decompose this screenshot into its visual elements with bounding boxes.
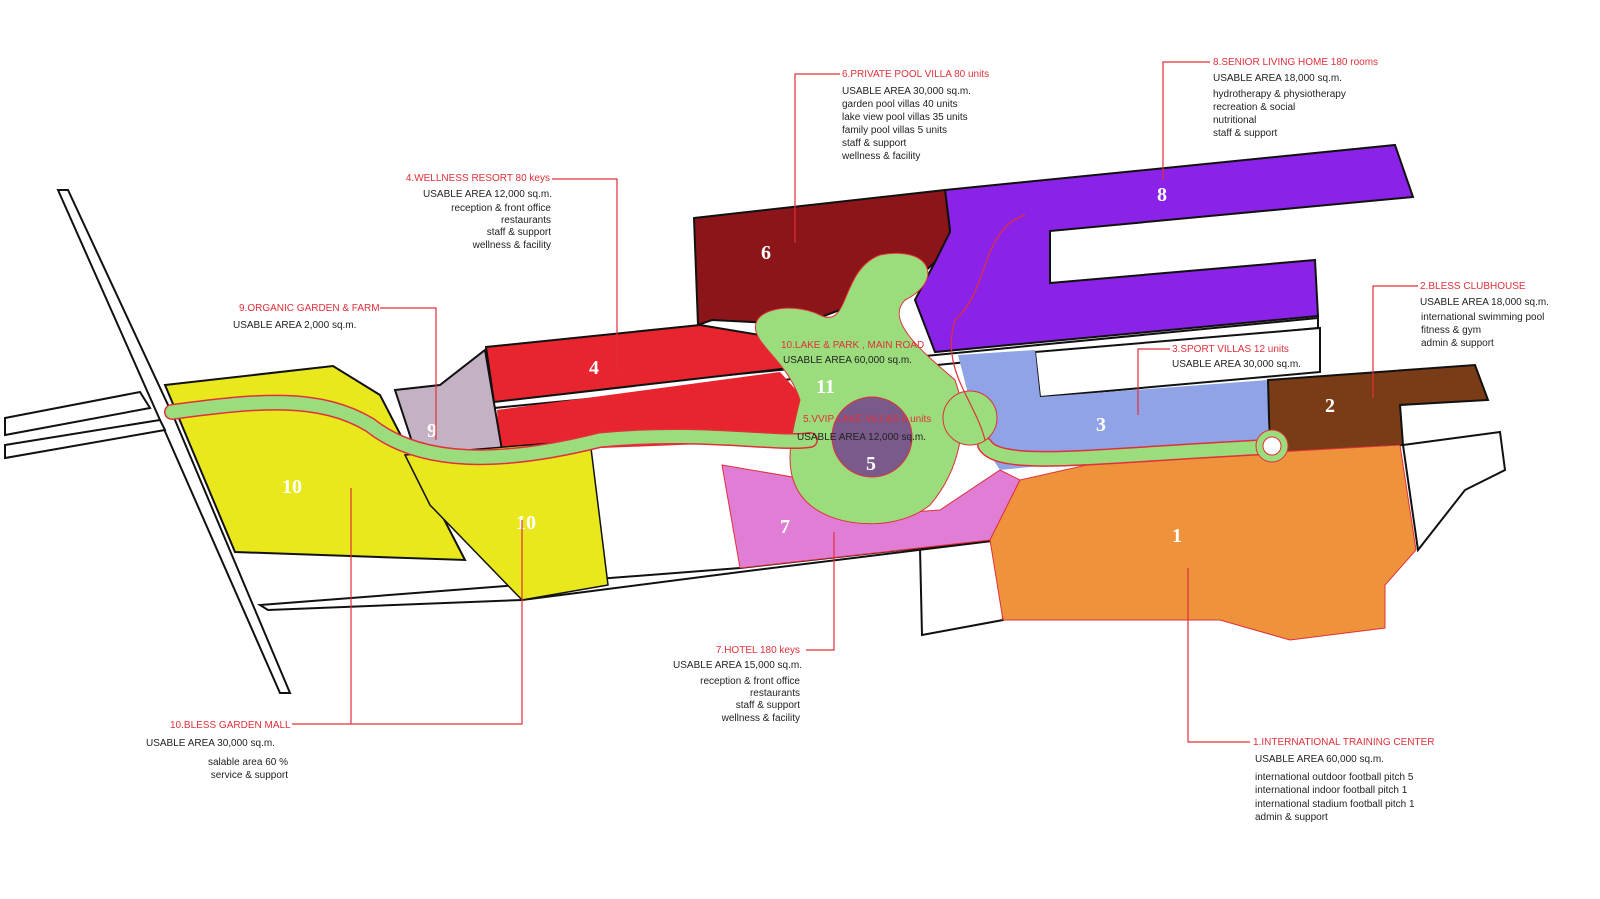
label-line: garden pool villas 40 units [842,99,958,110]
green-path-fill [165,396,1275,466]
label-title: 10.LAKE & PARK , MAIN ROAD [781,340,924,351]
label-zone-7: 7.HOTEL 180 keys USABLE AREA 15,000 sq.m… [673,645,802,724]
label-zone-5: 5.VVIP LAKE VILLAS 6 units USABLE AREA 1… [797,414,931,443]
lake-path-line [950,214,1026,441]
zone-number-5: 5 [866,453,876,475]
zone-number-1: 1 [1172,525,1182,547]
zone-number-10b: 10 [516,512,536,534]
leader-3 [1137,348,1170,415]
label-line: staff & support [487,227,552,238]
label-title: 10.BLESS GARDEN MALL [170,720,291,731]
pond [942,390,998,446]
label-line: staff & support [842,138,907,149]
roundabout-center [1262,436,1282,456]
label-line: hydrotherapy & physiotherapy [1213,89,1346,100]
label-line: service & support [211,770,288,781]
label-zone-2: 2.BLESS CLUBHOUSE USABLE AREA 18,000 sq.… [1420,281,1549,349]
leader-8 [1162,61,1210,180]
zone-3[interactable] [958,350,1268,470]
label-title: 7.HOTEL 180 keys [716,645,800,656]
label-zone-8: 8.SENIOR LIVING HOME 180 rooms USABLE AR… [1213,57,1378,139]
label-zone-9: 9.ORGANIC GARDEN & FARM USABLE AREA 2,00… [233,303,380,331]
east-outline [1401,430,1507,553]
label-line: wellness & facility [721,713,800,724]
label-line: reception & front office [451,203,551,214]
zone-number-6: 6 [761,242,771,264]
label-zone-1: 1.INTERNATIONAL TRAINING CENTER USABLE A… [1253,737,1435,823]
leader-2 [1372,285,1418,398]
label-line: recreation & social [1213,102,1295,113]
label-area: USABLE AREA 18,000 sq.m. [1213,73,1342,84]
zone-number-8: 8 [1157,184,1167,206]
label-line: fitness & gym [1421,325,1481,336]
label-line: admin & support [1255,812,1328,823]
label-zone-6: 6.PRIVATE POOL VILLA 80 units USABLE ARE… [841,69,989,162]
label-title: 4.WELLNESS RESORT 80 keys [406,173,550,184]
label-line: international stadium football pitch 1 [1255,799,1415,810]
label-line: salable area 60 % [208,757,288,768]
zone-number-4: 4 [589,357,599,379]
zone-number-11: 11 [816,376,835,398]
label-zone-10: 10.BLESS GARDEN MALL USABLE AREA 30,000 … [146,720,291,781]
label-line: staff & support [1213,128,1278,139]
label-line: lake view pool villas 35 units [842,112,968,123]
label-line: staff & support [736,700,801,711]
zone-8[interactable] [913,143,1415,354]
label-area: USABLE AREA 30,000 sq.m. [146,738,275,749]
label-title: 2.BLESS CLUBHOUSE [1420,281,1526,292]
label-title: 9.ORGANIC GARDEN & FARM [239,303,380,314]
zone-number-10a: 10 [282,476,302,498]
zone-1[interactable] [989,444,1417,641]
label-line: international outdoor football pitch 5 [1255,772,1414,783]
zone-number-9: 9 [427,420,437,442]
label-area: USABLE AREA 30,000 sq.m. [1172,359,1301,370]
label-line: international swimming pool [1421,312,1544,323]
leader-6 [794,73,840,243]
leader-7 [806,532,835,651]
label-area: USABLE AREA 2,000 sq.m. [233,320,356,331]
label-title: 6.PRIVATE POOL VILLA 80 units [842,69,989,80]
label-area: USABLE AREA 18,000 sq.m. [1420,297,1549,308]
label-title: 1.INTERNATIONAL TRAINING CENTER [1253,737,1435,748]
label-title: 8.SENIOR LIVING HOME 180 rooms [1213,57,1378,68]
zone-number-3: 3 [1096,414,1106,436]
label-line: wellness & facility [841,151,920,162]
label-line: family pool villas 5 units [842,125,947,136]
label-title: 5.VVIP LAKE VILLAS 6 units [803,414,931,425]
label-line: restaurants [501,215,551,226]
zone-number-7: 7 [780,516,790,538]
leader-1 [1187,568,1250,743]
label-line: admin & support [1421,338,1494,349]
label-line: restaurants [750,688,800,699]
label-area: USABLE AREA 30,000 sq.m. [842,86,971,97]
label-area: USABLE AREA 60,000 sq.m. [783,355,912,366]
label-area: USABLE AREA 12,000 sq.m. [423,189,552,200]
leader-10 [292,488,523,725]
label-line: reception & front office [700,676,800,687]
label-line: international indoor football pitch 1 [1255,785,1408,796]
label-line: wellness & facility [472,240,551,251]
leader-4 [552,178,618,370]
zone-number-2: 2 [1325,395,1335,417]
label-zone-3: 3.SPORT VILLAS 12 units USABLE AREA 30,0… [1172,344,1301,370]
label-zone-11: 10.LAKE & PARK , MAIN ROAD USABLE AREA 6… [781,340,924,366]
label-area: USABLE AREA 12,000 sq.m. [797,432,926,443]
label-zone-4: 4.WELLNESS RESORT 80 keys USABLE AREA 12… [406,173,552,251]
zone-11[interactable] [754,252,963,525]
label-line: nutritional [1213,115,1256,126]
zone-5[interactable] [831,396,913,478]
label-area: USABLE AREA 60,000 sq.m. [1255,754,1384,765]
label-area: USABLE AREA 15,000 sq.m. [673,660,802,671]
label-title: 3.SPORT VILLAS 12 units [1172,344,1289,355]
west-road [4,390,167,460]
leader-9 [380,307,437,440]
